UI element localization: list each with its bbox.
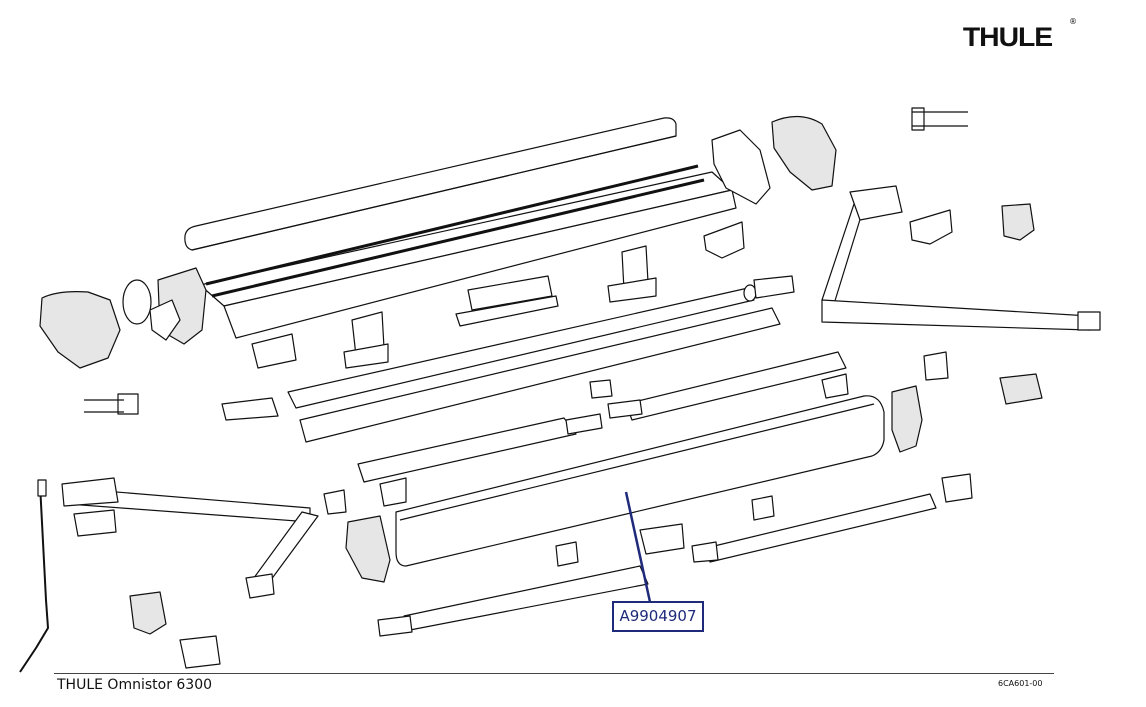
top-cover-profile xyxy=(184,117,677,251)
right-arm-foot xyxy=(1077,311,1101,331)
arm-hinge-top-right xyxy=(909,209,953,245)
footer-title: THULE Omnistor 6300 xyxy=(57,677,213,693)
front-cover-right-end xyxy=(891,385,923,453)
bottom-clip xyxy=(555,541,579,567)
lead-tube-end xyxy=(743,284,757,302)
middle-right-clip xyxy=(923,351,949,381)
left-arm-clamp xyxy=(73,509,117,537)
bottom-center-bracket xyxy=(639,523,685,555)
bottom-lead-bar-left-fitting xyxy=(377,615,413,637)
bottom-right-fitting xyxy=(691,541,719,563)
roller-housing-slot-1 xyxy=(205,164,699,286)
left-spring-part xyxy=(149,299,181,341)
roller-housing-slot-2 xyxy=(211,178,705,298)
crank-grip xyxy=(37,479,47,497)
left-arm-foot xyxy=(245,573,275,599)
upper-lead-bar-right-fitting xyxy=(607,399,643,419)
front-cover-edge xyxy=(399,403,875,521)
left-end-disc xyxy=(122,279,152,325)
footer-rule xyxy=(54,673,1054,674)
center-bracket-base xyxy=(607,277,657,303)
callout-leader xyxy=(624,491,652,603)
right-small-bracket xyxy=(703,221,745,259)
small-clip-bottom-mid xyxy=(751,495,775,521)
right-arm-lower xyxy=(821,299,1091,331)
roller-housing-front xyxy=(223,189,737,339)
left-end-cap xyxy=(39,291,121,369)
bottom-right-bracket xyxy=(941,473,973,503)
center-mounting-plate xyxy=(467,275,553,311)
lead-bar-middle-fitting xyxy=(565,413,603,435)
right-arm-head xyxy=(849,185,903,221)
top-cover-lower-edge xyxy=(191,135,677,251)
left-pin-part xyxy=(84,393,139,415)
front-cover-left-end xyxy=(345,515,391,583)
left-end-fitting xyxy=(221,397,279,421)
front-clip-left xyxy=(323,489,347,515)
right-end-cap xyxy=(771,115,837,191)
lead-tube xyxy=(287,287,755,409)
clip-center xyxy=(379,477,407,507)
registered-mark: ® xyxy=(1069,17,1077,26)
upper-bracket-left-base xyxy=(343,343,389,369)
small-cube-part xyxy=(589,379,613,399)
lead-tube-coupler xyxy=(753,275,795,299)
middle-right-bracket xyxy=(999,373,1043,405)
left-arm-head xyxy=(61,477,119,507)
bottom-left-bracket xyxy=(129,591,167,635)
top-right-pin-part xyxy=(911,107,968,131)
drawing-number: 6CA601-00 xyxy=(998,679,1043,688)
front-cover-panel xyxy=(395,395,885,567)
lead-bar-middle xyxy=(357,417,577,483)
bottom-left-mount xyxy=(179,635,221,669)
crank-handle xyxy=(19,483,49,673)
center-plate-base xyxy=(455,295,559,327)
wall-bracket-top-right xyxy=(1001,203,1035,241)
bottom-right-lead-bar xyxy=(705,493,937,563)
clip-mid-right xyxy=(821,373,849,399)
thule-logo: THULE xyxy=(962,22,1053,52)
small-clip-left xyxy=(251,333,297,369)
tube-profile-flat xyxy=(299,307,781,443)
right-end-bracket xyxy=(711,129,771,205)
part-number-callout: A9904907 xyxy=(612,601,704,632)
